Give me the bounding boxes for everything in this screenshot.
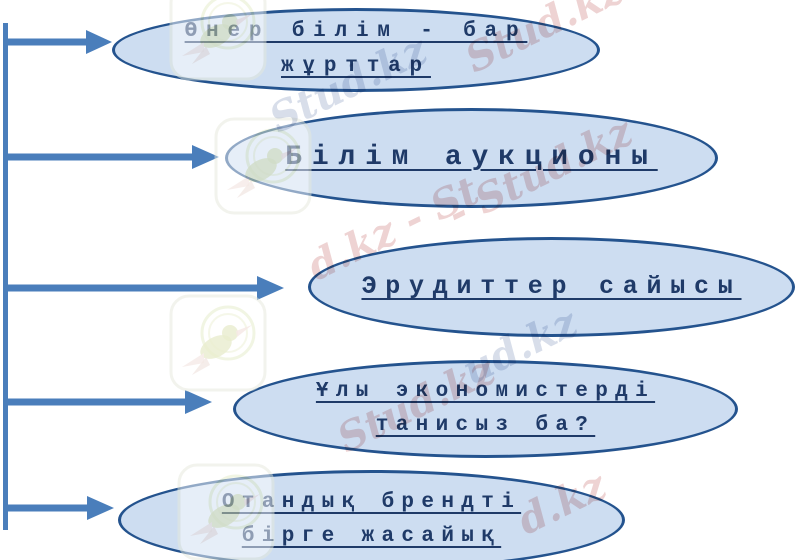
connector-arrow-3 — [3, 276, 284, 300]
label-line: Эрудиттер сайысы — [361, 272, 742, 301]
node-otandyq-brendti: Отандық брендті бірге жасайық — [118, 470, 625, 560]
node-uly-ekonomisterdi: Ұлы экономистерді танисыз ба? — [233, 360, 738, 458]
node-label: Эрудиттер сайысы — [361, 267, 741, 307]
label-line: бірге жасайық — [241, 525, 502, 548]
connector-arrow-4 — [3, 390, 212, 414]
node-label: Өнер білім - бар жұрттар — [185, 15, 528, 84]
label-line: Өнер білім - бар — [184, 20, 528, 44]
node-bilim-auktsiony: Білім аукционы — [225, 108, 718, 208]
node-erudytter-saiysy: Эрудиттер сайысы — [308, 237, 795, 337]
label-line: танисыз ба? — [375, 414, 596, 437]
node-label: Ұлы экономистерді танисыз ба? — [316, 375, 655, 442]
connector-arrow-2 — [3, 145, 219, 169]
label-line: Білім аукционы — [285, 141, 658, 173]
label-line: Отандық брендті — [221, 491, 522, 515]
label-line: Ұлы экономистерді — [315, 380, 656, 404]
node-label: Білім аукционы — [285, 136, 657, 181]
label-line: жұрттар — [281, 55, 431, 78]
node-label: Отандық брендті бірге жасайық — [222, 486, 521, 553]
connector-arrow-5 — [3, 496, 114, 520]
connector-arrow-1 — [3, 30, 112, 54]
node-oner-bilim-bar-zhurttar: Өнер білім - бар жұрттар — [112, 8, 600, 92]
